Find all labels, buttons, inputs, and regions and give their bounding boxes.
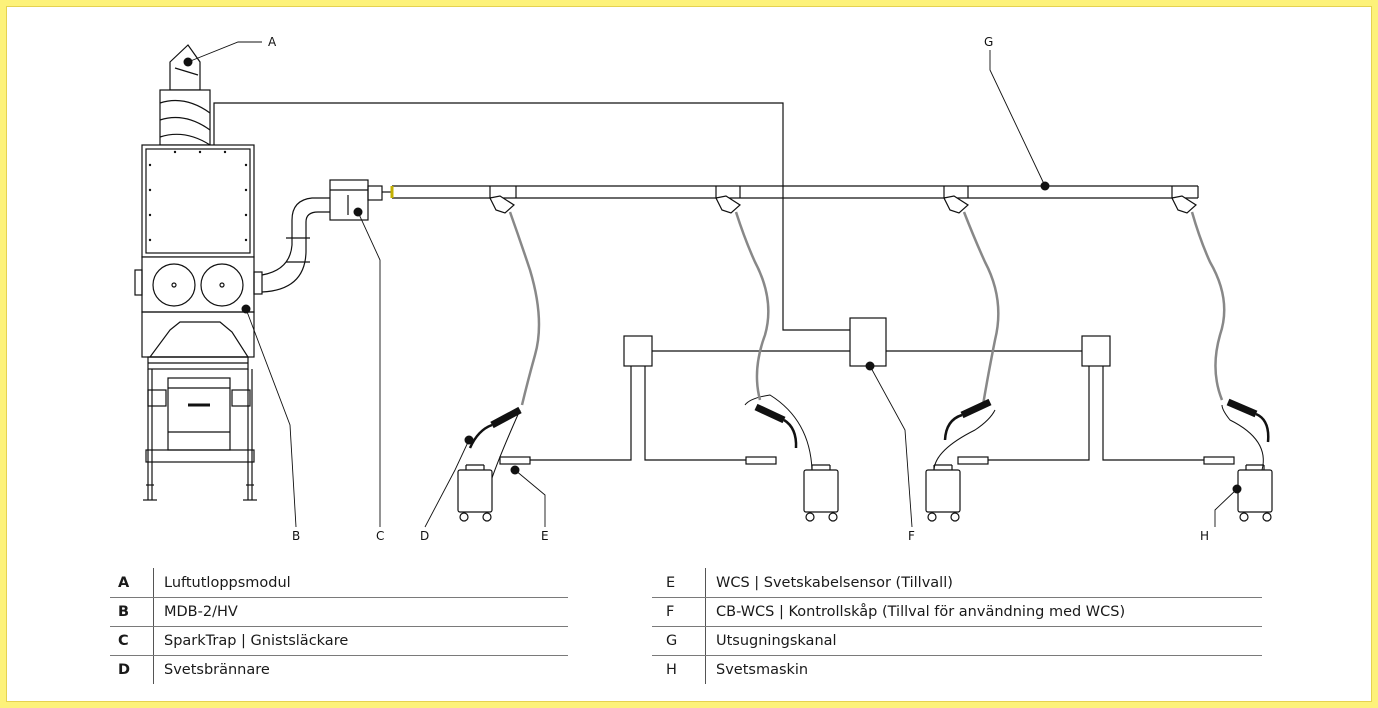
inlet-pipe	[261, 197, 330, 293]
extraction-duct	[390, 185, 1199, 199]
callout-c: C	[376, 529, 384, 543]
legend-left: A Luftutloppsmodul B MDB-2/HV C SparkTra…	[110, 568, 568, 684]
legend-key: B	[110, 598, 154, 626]
legend-text: Luftutloppsmodul	[164, 574, 291, 591]
legend-row-g: G Utsugningskanal	[652, 626, 1262, 655]
legend-text: SparkTrap | Gnistsläckare	[164, 633, 349, 649]
extraction-hoses	[508, 211, 1226, 406]
legend-text: Svetsbrännare	[164, 662, 270, 678]
air-outlet-module	[159, 44, 215, 146]
control-cabinet-cbwcs	[849, 317, 887, 367]
legend-text: Svetsmaskin	[716, 662, 809, 678]
legend-key: D	[110, 656, 154, 684]
legend-key: E	[652, 568, 706, 597]
duct-outlets	[489, 186, 1197, 214]
legend-key: G	[652, 627, 706, 655]
callout-b: B	[292, 529, 300, 543]
welding-cables	[491, 394, 1264, 479]
legend-text: MDB-2/HV	[164, 604, 238, 620]
filter-unit-mdb	[134, 144, 263, 501]
legend-row-b: B MDB-2/HV	[110, 597, 568, 626]
legend-row-d: D Svetsbrännare	[110, 655, 568, 684]
legend-key: F	[652, 598, 706, 626]
callout-a: A	[268, 35, 277, 49]
callout-g: G	[984, 35, 993, 49]
callout-leaders	[187, 41, 1238, 528]
legend-key: A	[110, 568, 154, 597]
control-cable-network	[213, 102, 1204, 461]
legend-right: E WCS | Svetskabelsensor (Tillvall) F CB…	[652, 568, 1262, 684]
callout-f: F	[908, 529, 915, 543]
callout-dots	[183, 57, 1242, 494]
callout-h: H	[1200, 529, 1209, 543]
cable-sensors	[499, 456, 1235, 465]
junction-box-left	[623, 335, 653, 367]
legend-row-f: F CB-WCS | Kontrollskåp (Tillval för anv…	[652, 597, 1262, 626]
legend-row-a: A Luftutloppsmodul	[110, 568, 568, 597]
diagram-frame	[6, 6, 1372, 702]
welding-machines	[457, 464, 1273, 522]
legend-key: H	[652, 656, 706, 684]
legend-row-e: E WCS | Svetskabelsensor (Tillvall)	[652, 568, 1262, 597]
callout-e: E	[541, 529, 549, 543]
legend-key: C	[110, 627, 154, 655]
legend-text: CB-WCS | Kontrollskåp (Tillval för använ…	[716, 604, 1126, 620]
callout-d: D	[420, 529, 429, 543]
junction-box-right	[1081, 335, 1111, 367]
legend-row-c: C SparkTrap | Gnistsläckare	[110, 626, 568, 655]
legend-row-h: H Svetsmaskin	[652, 655, 1262, 684]
welding-torches	[468, 398, 1270, 449]
legend-text: WCS | Svetskabelsensor (Tillvall)	[716, 574, 953, 591]
legend-text: Utsugningskanal	[716, 633, 837, 649]
